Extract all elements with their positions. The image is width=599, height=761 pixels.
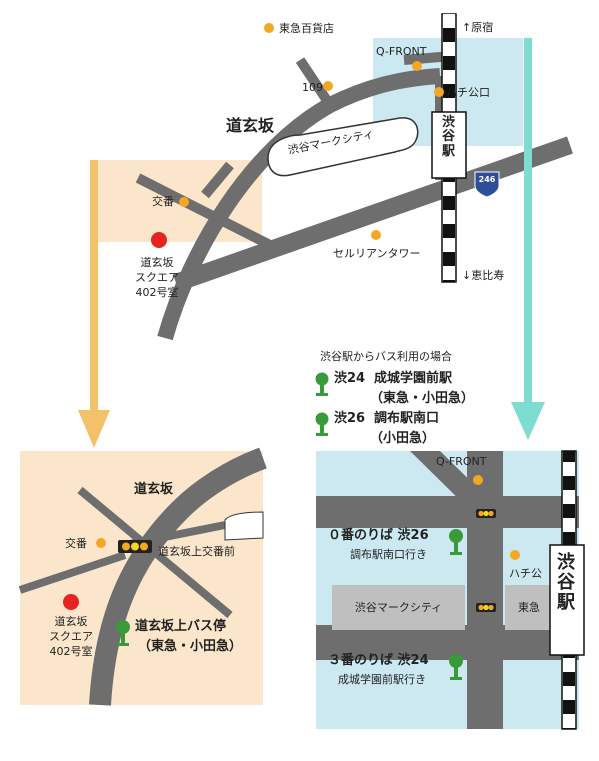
inset-mark-city xyxy=(332,585,465,630)
inset-road-north xyxy=(316,496,579,528)
road-koban-cross xyxy=(135,173,273,250)
inset-label-mark-city: 渋谷マークシティ xyxy=(354,601,443,614)
top-target-dot xyxy=(151,232,167,248)
top-station-box xyxy=(431,111,467,179)
route-246-shield xyxy=(474,171,500,198)
bus-route-2-line: 渋26 xyxy=(334,411,366,426)
inset-label-tokyu: 東急 xyxy=(518,601,540,614)
poi-hachiko xyxy=(434,87,444,97)
bus-route-2-operator: （小田急） xyxy=(370,431,436,446)
road-246 xyxy=(173,136,573,292)
label-dogenzaka: 道玄坂 xyxy=(226,116,275,135)
poi-tokyu-dept xyxy=(264,23,274,33)
inset-koban-dot xyxy=(96,538,106,548)
inset-label-hachiko: ハチ公 xyxy=(509,567,542,580)
road-109-branch xyxy=(295,57,335,108)
bus-route-1-marker xyxy=(315,372,329,396)
inset-road-cross-2 xyxy=(18,551,127,594)
inset-label-koban: 交番 xyxy=(65,537,87,550)
road-koban-branch xyxy=(201,161,234,199)
bus-route-2-stop: 調布駅南口 xyxy=(374,411,440,426)
mark-city-building xyxy=(267,117,419,177)
label-tokyu-dept: 東急百貨店 xyxy=(279,22,334,35)
inset-label-target: 道玄坂 スクエア 402号室 xyxy=(26,615,116,660)
label-ebisu: ↓恵比寿 xyxy=(462,269,505,282)
bus-route-1-line: 渋24 xyxy=(334,371,366,386)
inset-target-dot xyxy=(63,594,79,610)
target-line-3: 402号室 xyxy=(135,285,179,299)
bus-info-title: 渋谷駅からバス利用の場合 xyxy=(320,350,452,363)
arrow-left xyxy=(78,160,110,448)
inset-label-qfront: Q-FRONT xyxy=(436,455,487,468)
platform-3-title: ３番のりば 渋24 xyxy=(328,653,429,668)
poi-koban xyxy=(179,197,189,207)
left-inset-roads xyxy=(18,447,267,706)
bus-route-1-operator: （東急・小田急） xyxy=(370,391,475,406)
label-target-top: 道玄坂 スクエア 402号室 xyxy=(112,256,202,301)
label-cerulean: セルリアンタワー xyxy=(333,247,421,260)
inset-tokyu xyxy=(505,585,553,630)
top-pois xyxy=(179,23,444,240)
bus-route-1-stop: 成城学園前駅 xyxy=(374,371,453,386)
inset-target-line-1: 道玄坂 xyxy=(54,615,88,628)
platform-0-dest: 調布駅南口行き xyxy=(350,548,427,561)
label-109: 109 xyxy=(302,81,323,94)
inset-label-station: 渋谷駅 xyxy=(557,552,575,613)
inset-label-bus-operator: （東急・小田急） xyxy=(138,639,243,654)
inset-qfront-dot xyxy=(473,475,483,485)
inset-road-middle xyxy=(316,625,579,660)
poi-109 xyxy=(323,81,333,91)
inset-white-shape xyxy=(224,511,264,541)
label-hachiko: ハチ公口 xyxy=(446,86,490,99)
inset-target-line-3: 402号室 xyxy=(49,644,93,658)
inset-road-diagonal xyxy=(410,451,500,510)
bus-route-2-marker xyxy=(315,412,329,436)
inset-target-line-2: スクエア xyxy=(49,629,93,643)
platform-0-marker xyxy=(449,529,463,555)
label-qfront: Q-FRONT xyxy=(376,45,427,58)
right-inset-roads xyxy=(316,451,579,729)
inset-label-bus-stop: 道玄坂上バス停 xyxy=(135,619,227,634)
inset-road-cross-1 xyxy=(77,486,233,619)
inset-label-intersection: 道玄坂上交番前 xyxy=(158,545,235,558)
label-harajuku: ↑原宿 xyxy=(462,21,494,34)
inset-road-dogenzaka xyxy=(89,447,267,706)
poi-qfront xyxy=(412,61,422,71)
poi-cerulean xyxy=(371,230,381,240)
platform-0-title: ０番のりば 渋26 xyxy=(328,528,429,543)
target-line-1: 道玄坂 xyxy=(140,256,174,269)
label-koban: 交番 xyxy=(152,195,174,208)
platform-3-marker xyxy=(449,654,463,680)
target-line-2: スクエア xyxy=(135,270,179,284)
label-station: 渋谷駅 xyxy=(442,115,456,159)
inset-station-box xyxy=(549,544,585,656)
inset-hachiko-dot xyxy=(510,550,520,560)
inset-bus-stop-marker xyxy=(116,620,130,646)
platform-3-dest: 成城学園前駅行き xyxy=(338,673,426,686)
arrow-right xyxy=(511,38,545,440)
label-route-246: 246 xyxy=(478,175,496,184)
inset-label-dogenzaka: 道玄坂 xyxy=(134,482,174,497)
